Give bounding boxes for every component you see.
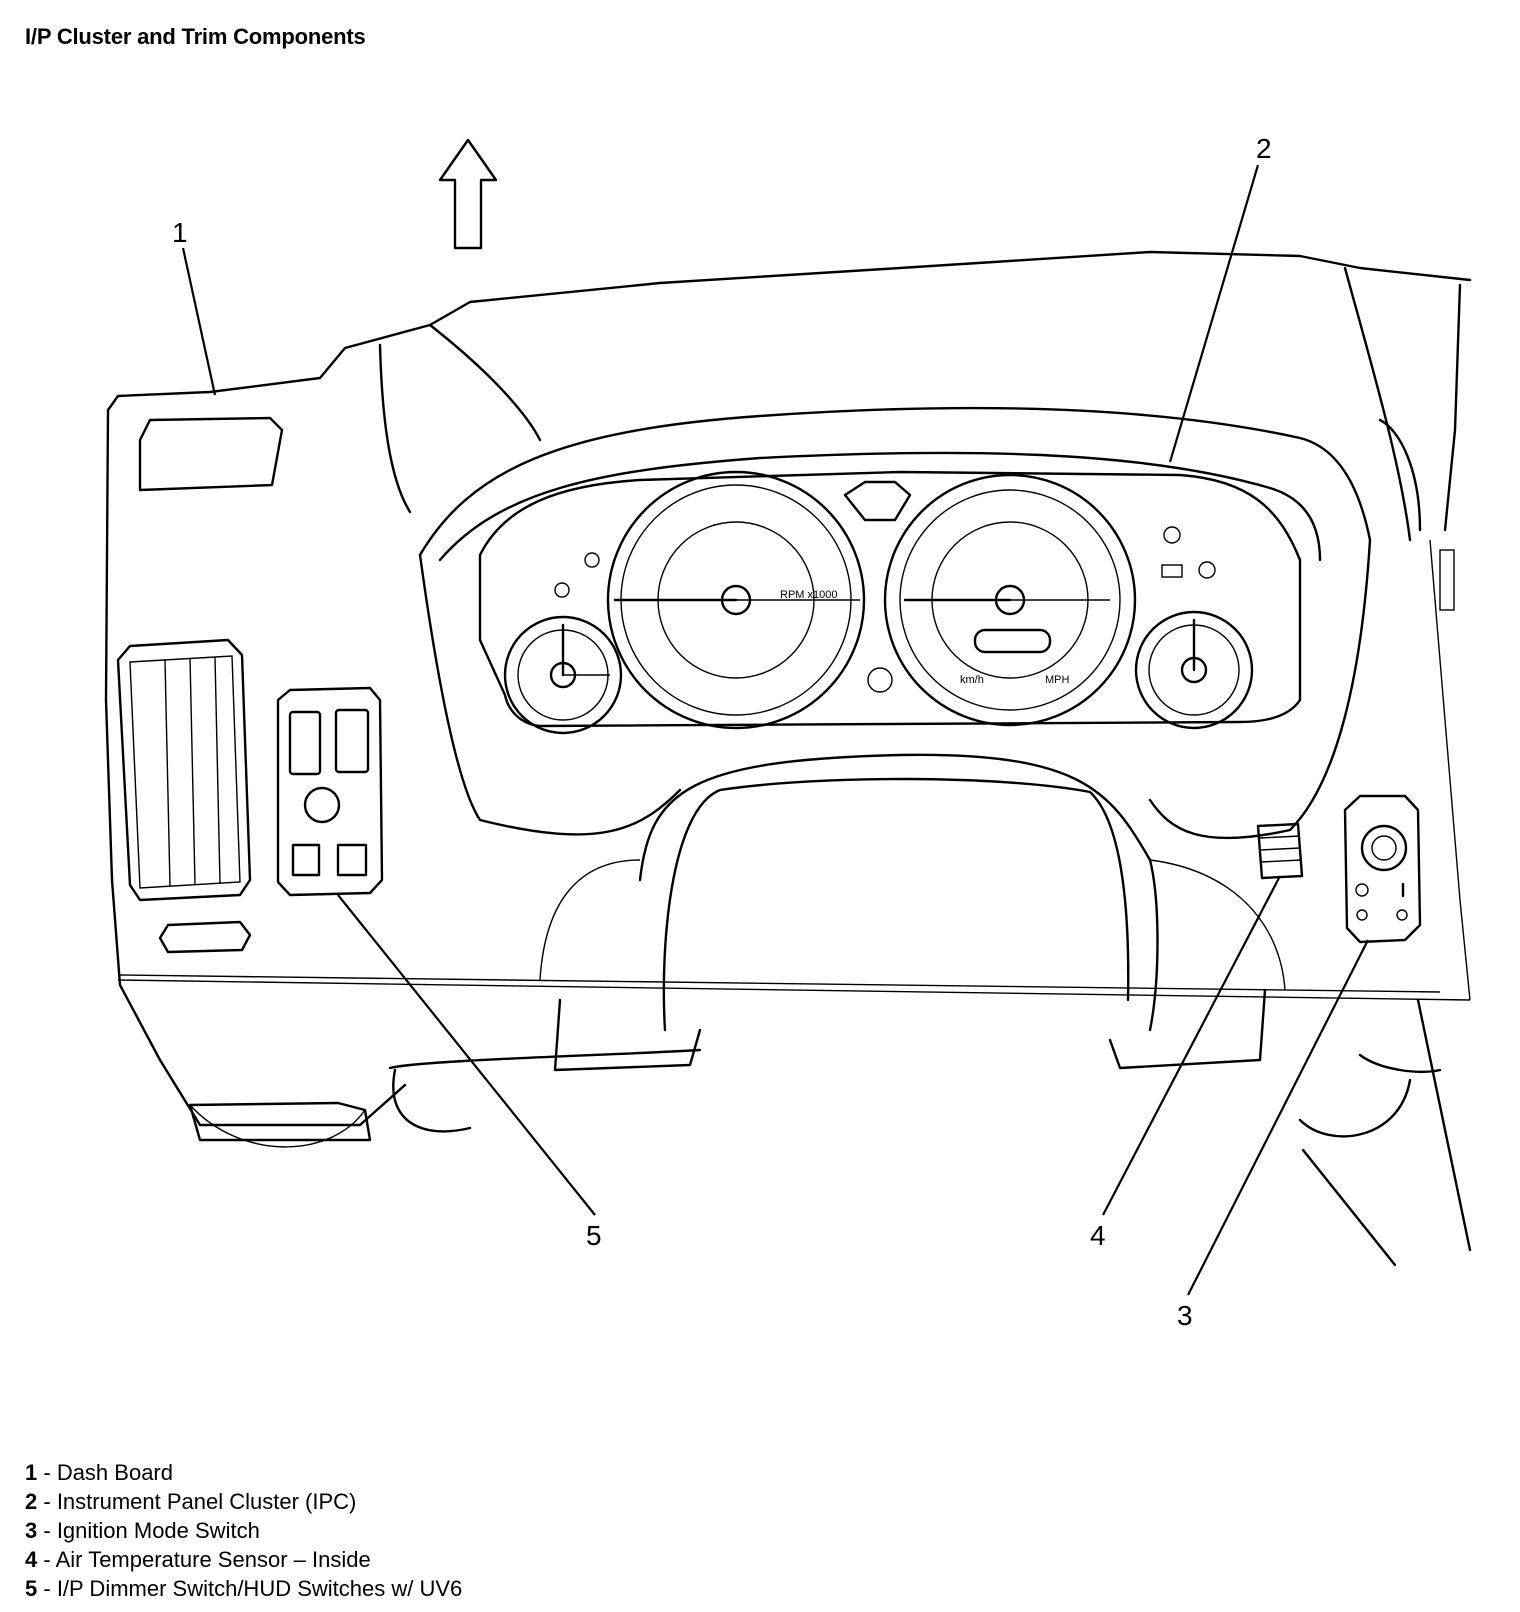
- legend-text: Air Temperature Sensor – Inside: [55, 1547, 371, 1572]
- callout-3: 3: [1177, 1300, 1193, 1331]
- dash-board: [104, 250, 1472, 1267]
- brake-indicator-icon: [1198, 561, 1216, 579]
- callout-5: 5: [586, 1220, 602, 1251]
- fog-lamp-indicator-icon: [584, 552, 600, 568]
- legend-separator: -: [37, 1460, 57, 1485]
- tach-unit-label: RPM x1000: [780, 589, 837, 601]
- legend-item: 5 - I/P Dimmer Switch/HUD Switches w/ UV…: [25, 1574, 462, 1603]
- speedometer: km/h MPH: [883, 473, 1137, 727]
- harness-connector: [1439, 549, 1455, 611]
- page-title: I/P Cluster and Trim Components: [25, 24, 366, 49]
- cruise-indicator-icon: [1163, 526, 1181, 544]
- callout-4: 4: [1090, 1220, 1106, 1251]
- legend-separator: -: [37, 1547, 56, 1572]
- ignition-mode-switch: [1343, 794, 1422, 944]
- legend-separator: -: [37, 1576, 57, 1601]
- harness-wire: [1378, 418, 1422, 532]
- legend-item: 1 - Dash Board: [25, 1458, 462, 1487]
- legend-item: 4 - Air Temperature Sensor – Inside: [25, 1545, 462, 1574]
- speed-unit-mph: MPH: [1045, 674, 1070, 686]
- instrument-panel-cluster: RPM x1000 km/h MPH: [478, 470, 1302, 735]
- dimmer-knob-icon: [303, 786, 341, 824]
- legend-item: 2 - Instrument Panel Cluster (IPC): [25, 1487, 462, 1516]
- legend-number: 5: [25, 1576, 38, 1601]
- legend-text: Instrument Panel Cluster (IPC): [56, 1489, 357, 1514]
- tpms-indicator-icon: [867, 667, 893, 693]
- legend-text: I/P Dimmer Switch/HUD Switches w/ UV6: [56, 1576, 463, 1601]
- turn-signal-indicator-icon: [843, 480, 912, 522]
- forward-arrow-icon: [438, 138, 498, 250]
- legend-item: 3 - Ignition Mode Switch: [25, 1516, 462, 1545]
- hud-mode-button-icon: [336, 843, 368, 877]
- legend-number: 1: [25, 1460, 38, 1485]
- hud-switch-down-icon: [334, 708, 370, 774]
- left-small-gauge: [503, 615, 623, 735]
- right-small-gauge: [1134, 610, 1254, 730]
- legend-text: Dash Board: [56, 1460, 173, 1485]
- legend-separator: -: [37, 1518, 57, 1543]
- hud-switch-up-icon: [288, 710, 322, 776]
- leader-lines: [181, 164, 1369, 1296]
- legend: 1 - Dash Board 2 - Instrument Panel Clus…: [25, 1458, 462, 1603]
- high-beam-indicator-icon: [554, 582, 570, 598]
- cluster-hood: [418, 406, 1372, 1072]
- legend-separator: -: [37, 1489, 57, 1514]
- hud-page-button-icon: [291, 843, 321, 877]
- callout-2: 2: [1256, 133, 1272, 164]
- legend-number: 4: [25, 1547, 38, 1572]
- legend-number: 2: [25, 1489, 38, 1514]
- speed-unit-kmh: km/h: [960, 674, 984, 686]
- legend-number: 3: [25, 1518, 38, 1543]
- air-temperature-sensor: [1256, 822, 1304, 880]
- legend-text: Ignition Mode Switch: [56, 1518, 260, 1543]
- callout-1: 1: [172, 217, 188, 248]
- tachometer: RPM x1000: [606, 470, 866, 730]
- left-air-vent: [116, 638, 252, 954]
- check-engine-indicator-icon: [1161, 564, 1183, 578]
- dash-diagram: RPM x1000 km/h MPH: [104, 133, 1472, 1331]
- dimmer-hud-switch-panel: [276, 686, 384, 897]
